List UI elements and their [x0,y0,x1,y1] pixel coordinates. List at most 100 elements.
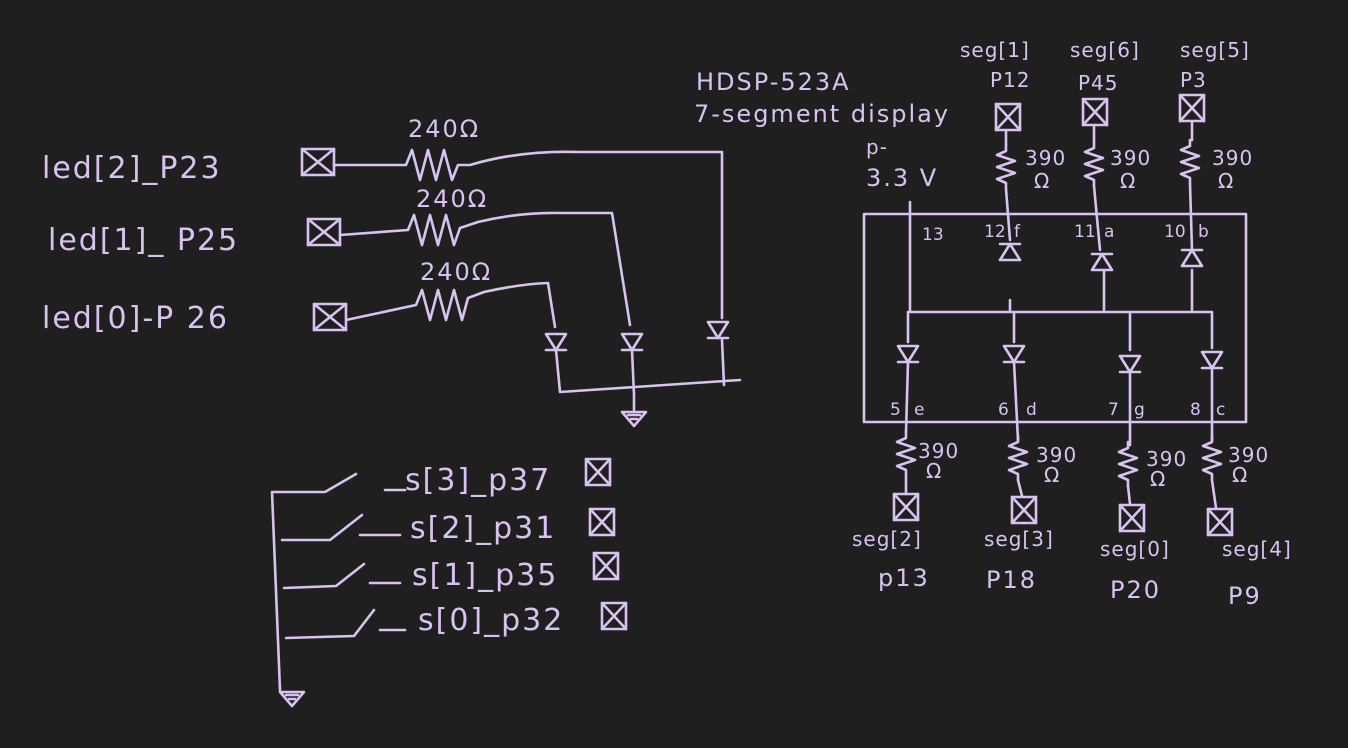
switch-circuit: s[3]_p37 s[2]_p31 s[1]_p35 s[0]_p32 [270,457,628,708]
bottom-seg3-resistor-icon [1007,434,1029,482]
top-seg5-resistor-icon [1179,138,1201,186]
bottom-seg3-letter: d [1026,400,1037,420]
bottom-seg2-name: seg[2] [852,527,922,551]
top-seg6-pad-icon [1081,97,1109,127]
common-anode-wire [906,200,1214,352]
bottom-seg0-res-value: 390 [1146,447,1187,471]
led0-label: led[0]-P 26 [42,301,229,336]
led1-resistor-value: 240Ω [416,185,488,213]
switch0-pad-icon [600,601,628,631]
top-seg1-port: P12 [990,68,1031,92]
led0-resistor-value: 240Ω [420,258,492,286]
switch-ground-icon [278,690,306,708]
top-seg1-pad-icon [994,102,1022,132]
top-seg1-pin: 12 [984,222,1006,242]
top-seg5-letter: b [1198,222,1209,242]
top-seg-leads [1004,182,1194,252]
top-seg1-res-unit: Ω [1034,169,1050,193]
top-seg6-name: seg[6] [1070,38,1140,62]
led2-resistor-value: 240Ω [408,115,480,143]
top-seg6-res-value: 390 [1110,146,1151,170]
seg-e-diode-icon [896,344,920,364]
bottom-seg2-res-unit: Ω [926,459,942,483]
bottom-seg3-res-value: 390 [1036,443,1077,467]
switch3-label: s[3]_p37 [405,463,551,498]
display-body [862,212,1248,424]
bottom-seg4-pad-icon [1206,507,1234,537]
led2-pad-icon [300,147,336,177]
bottom-seg2-pad-icon [892,492,920,522]
top-pad-leads [1004,120,1194,147]
bottom-seg2-letter: e [914,400,924,420]
bottom-seg3-pin: 6 [998,400,1009,420]
led-circuit: led[2]_P23 led[1]_ P25 led[0]-P 26 240Ω … [42,115,742,428]
top-seg6-letter: a [1104,222,1114,242]
seg-c-diode-icon [1200,350,1224,370]
bottom-seg3-port: P18 [986,566,1037,594]
supply-pin-label: p- [866,135,888,159]
switch2-label: s[2]_p31 [410,511,556,546]
display-part-number: HDSP-523A [696,68,851,96]
top-seg5-pad-icon [1178,93,1206,123]
switch2-pad-icon [588,507,616,537]
bottom-seg0-resistor-icon [1117,440,1139,488]
bottom-pad-leads [904,474,1218,510]
top-seg6-resistor-icon [1083,140,1105,188]
bottom-seg-leads [904,360,1214,447]
led2-wire [332,148,724,320]
seg-b-diode-icon [1180,248,1204,268]
bottom-seg0-pad-icon [1118,503,1146,533]
top-seg6-pin: 11 [1074,222,1096,242]
bottom-seg3-pad-icon [1010,495,1038,525]
common-pin-number: 13 [922,225,944,245]
top-seg1-letter: f [1014,222,1021,242]
bottom-seg4-name: seg[4] [1222,537,1292,561]
led0-pad-icon [312,302,348,332]
bottom-seg0-pin: 7 [1108,400,1119,420]
top-seg6-res-unit: Ω [1120,169,1136,193]
bottom-seg0-name: seg[0] [1100,537,1170,561]
display-description: 7-segment display [694,100,950,128]
led1-diode-icon [620,332,644,352]
seg-f-diode-icon [998,242,1022,262]
led-ground-rail [554,338,742,412]
top-seg5-port: P3 [1180,68,1207,92]
switch1-pad-icon [592,551,620,581]
bottom-seg0-port: P20 [1110,576,1161,604]
top-seg6-port: P45 [1078,71,1119,95]
led1-label: led[1]_ P25 [48,223,239,258]
bottom-seg3-name: seg[3] [984,527,1054,551]
supply-voltage-label: 3.3 V [866,164,938,192]
bottom-seg0-letter: g [1134,400,1145,420]
top-seg1-name: seg[1] [960,38,1030,62]
top-seg5-pin: 10 [1164,222,1186,242]
bottom-seg4-res-unit: Ω [1232,463,1248,487]
bottom-seg0-res-unit: Ω [1150,467,1166,491]
top-seg1-resistor-icon [995,143,1017,191]
bottom-seg4-resistor-icon [1201,434,1223,482]
bottom-seg2-pin: 5 [890,400,901,420]
switch3-pad-icon [584,457,612,487]
seg-g-diode-icon [1118,354,1142,374]
led1-wire [338,211,632,327]
bottom-seg4-res-value: 390 [1228,443,1269,467]
led0-wire [344,281,557,329]
bottom-seg4-pin: 8 [1190,400,1201,420]
switch-common-bus [270,472,407,692]
bottom-seg4-port: P9 [1228,582,1262,610]
bottom-seg4-letter: c [1216,400,1225,420]
led1-pad-icon [306,217,342,247]
top-seg5-res-unit: Ω [1218,169,1234,193]
top-seg5-res-value: 390 [1212,146,1253,170]
led-ground-icon [620,410,648,428]
led0-diode-icon [544,332,568,352]
switch1-label: s[1]_p35 [412,558,558,593]
top-seg5-name: seg[5] [1180,38,1250,62]
bottom-seg2-port: p13 [878,564,930,592]
bottom-seg3-res-unit: Ω [1044,463,1060,487]
seg-d-diode-icon [1002,344,1026,364]
led2-diode-icon [706,320,730,340]
top-seg1-res-value: 390 [1025,146,1066,170]
bottom-seg2-res-value: 390 [918,439,959,463]
